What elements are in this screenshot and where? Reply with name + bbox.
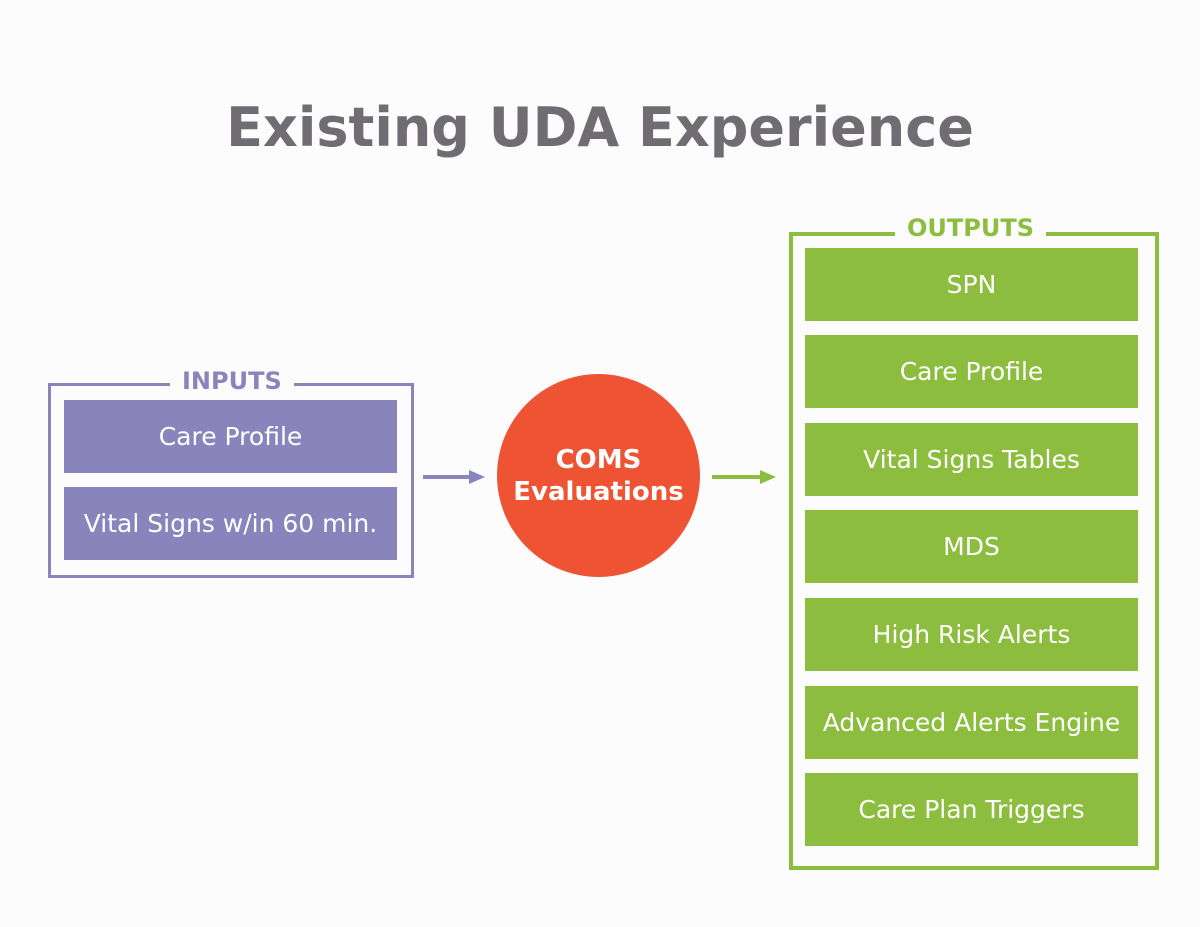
- page-title: Existing UDA Experience: [226, 96, 974, 159]
- process-label-line2: Evaluations: [513, 476, 684, 507]
- arrow-right-icon: [423, 470, 485, 484]
- process-label-line1: COMS: [555, 444, 642, 475]
- output-item-care-plan-triggers: Care Plan Triggers: [805, 773, 1138, 846]
- outputs-label: OUTPUTS: [895, 214, 1046, 242]
- process-node-coms-evaluations: COMS Evaluations: [497, 374, 700, 577]
- output-item-mds: MDS: [805, 510, 1138, 583]
- arrow-right-icon: [712, 470, 776, 484]
- input-item-vital-signs: Vital Signs w/in 60 min.: [64, 487, 397, 560]
- input-item-care-profile: Care Profile: [64, 400, 397, 473]
- output-item-advanced-alerts-engine: Advanced Alerts Engine: [805, 686, 1138, 759]
- output-item-vital-signs-tables: Vital Signs Tables: [805, 423, 1138, 496]
- inputs-label: INPUTS: [170, 367, 294, 395]
- output-item-care-profile: Care Profile: [805, 335, 1138, 408]
- output-item-high-risk-alerts: High Risk Alerts: [805, 598, 1138, 671]
- output-item-spn: SPN: [805, 248, 1138, 321]
